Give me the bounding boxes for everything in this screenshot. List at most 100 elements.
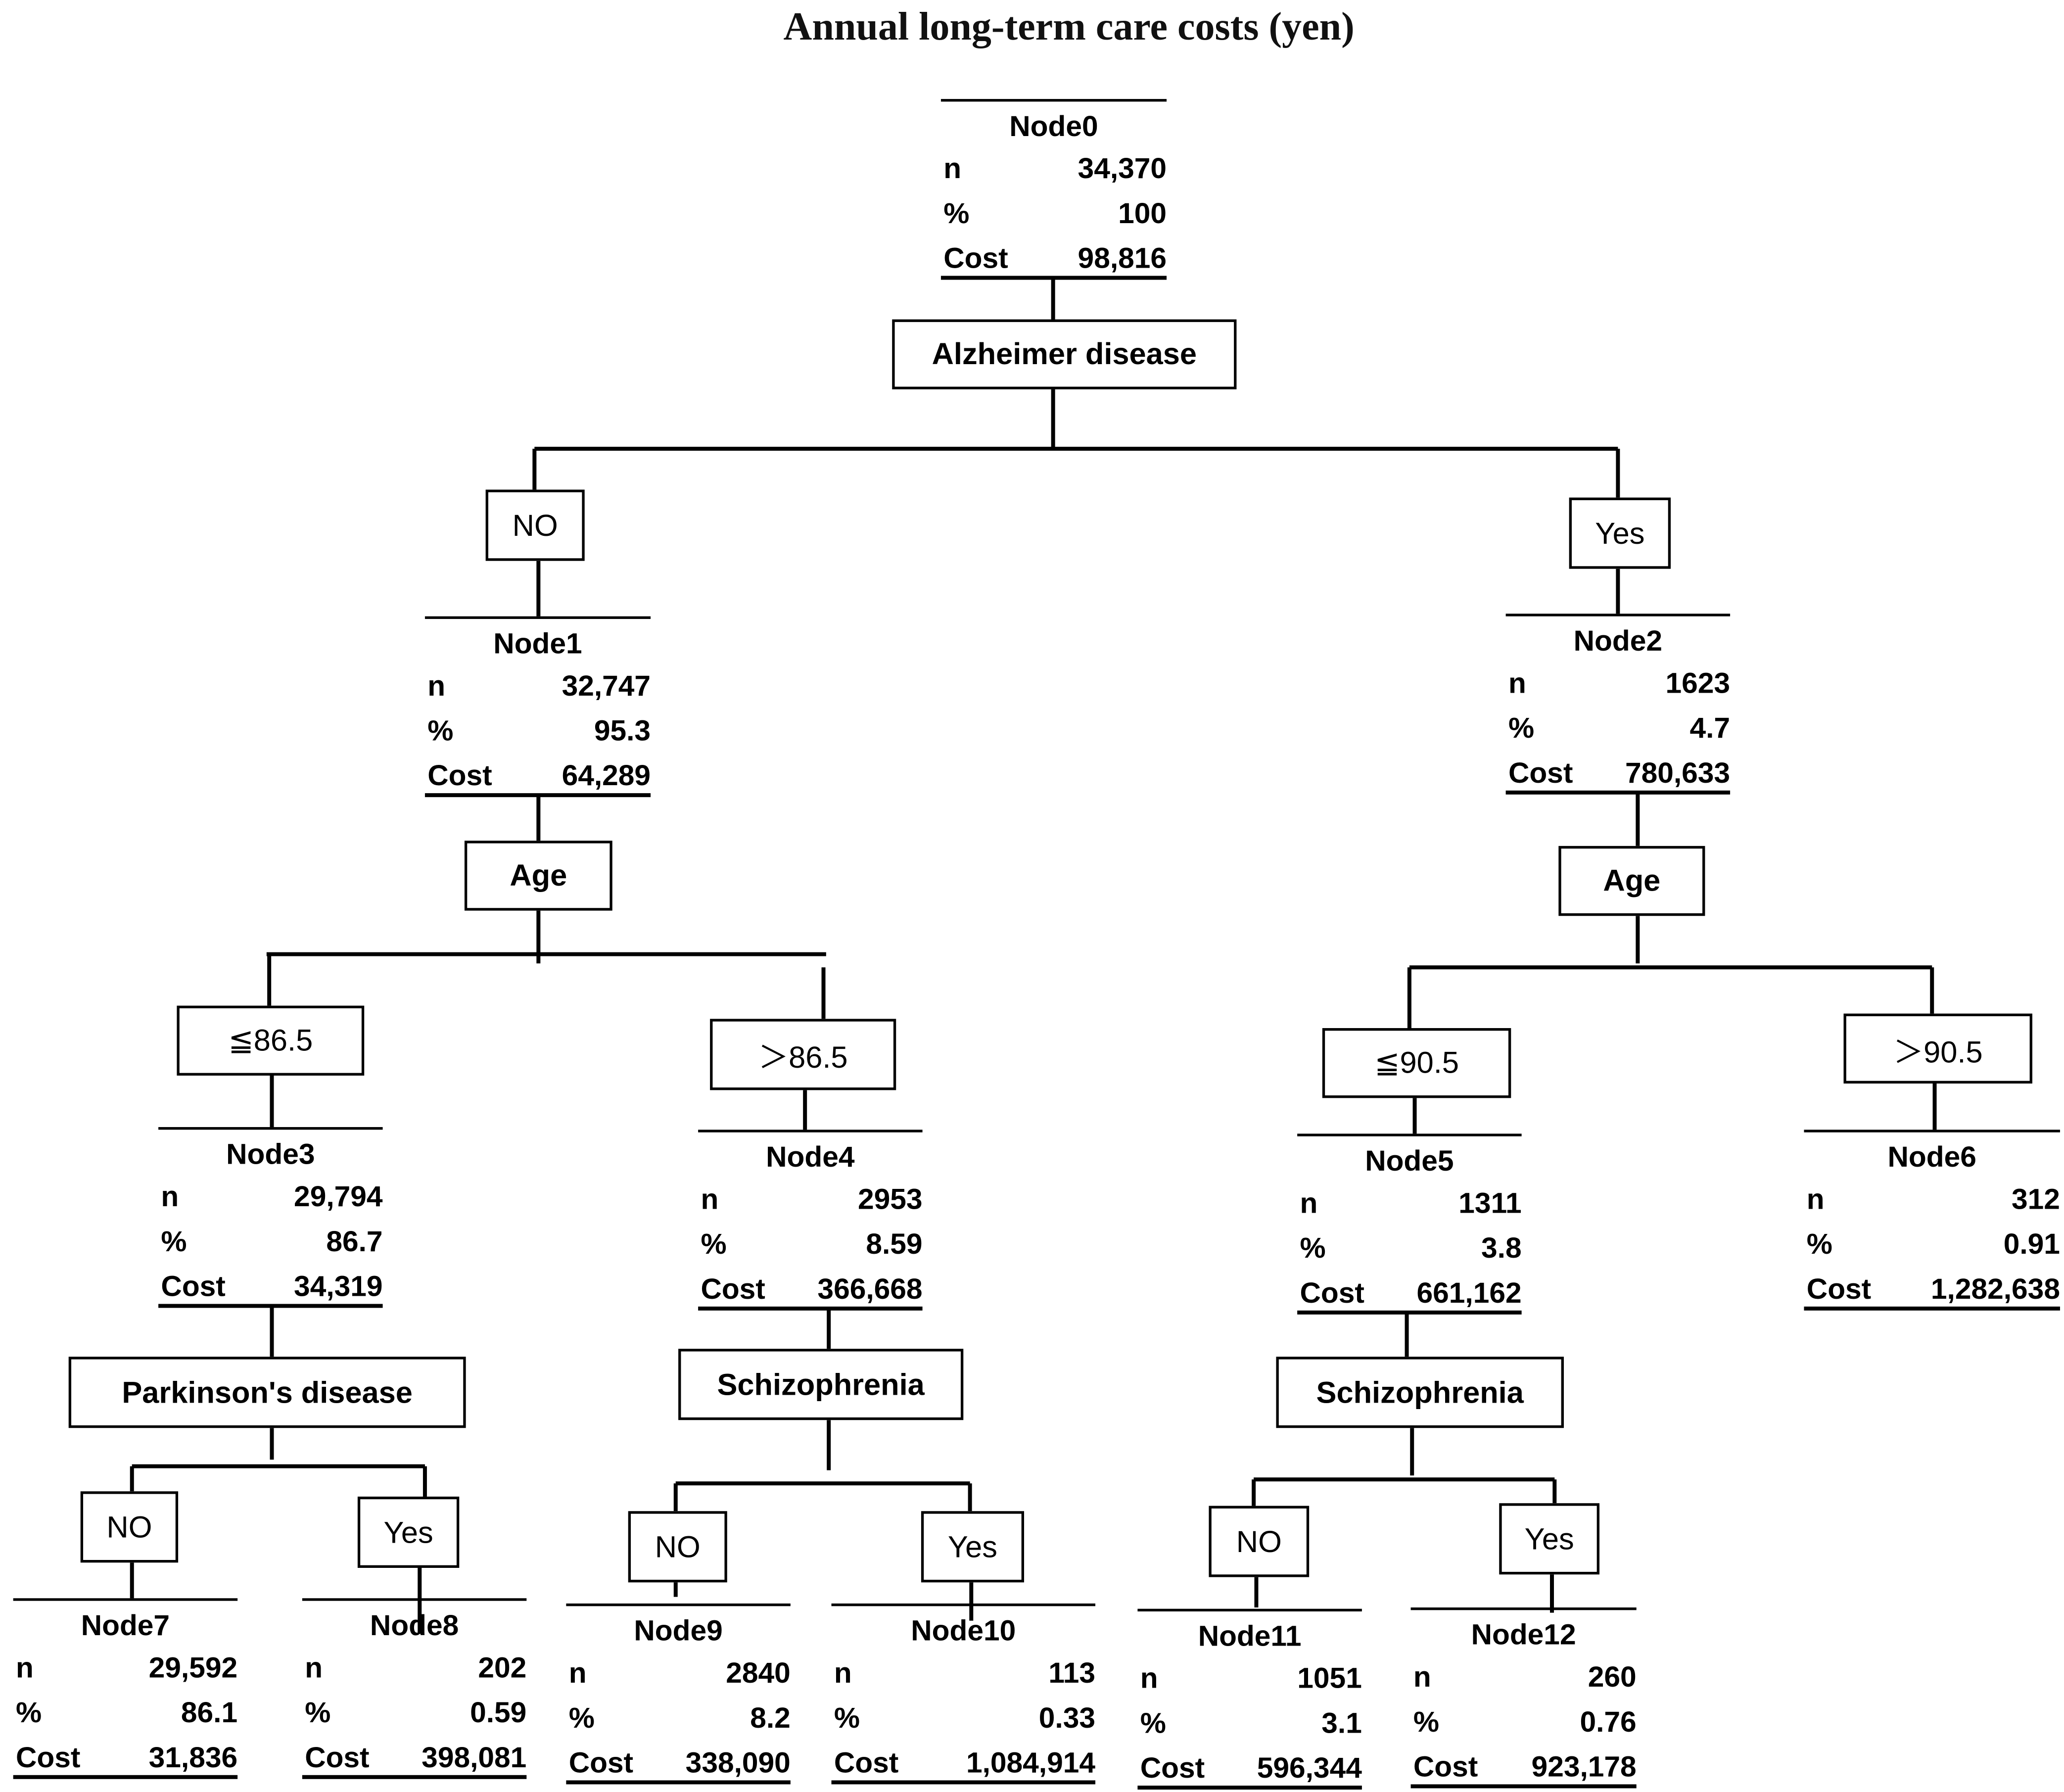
node-name: Node2 xyxy=(1573,624,1663,658)
node-row-pct: % 4.7 xyxy=(1508,711,1730,746)
branch-condition-box: Yes xyxy=(357,1496,460,1568)
node-name: Node10 xyxy=(911,1614,1016,1648)
row-label: n xyxy=(427,669,446,703)
node-name: Node4 xyxy=(766,1140,855,1174)
row-value: 0.59 xyxy=(470,1696,527,1729)
node-row-cost: Cost 366,668 xyxy=(701,1272,922,1306)
row-label: n xyxy=(305,1651,323,1684)
node-name: Node5 xyxy=(1365,1144,1454,1178)
node-row-pct: %95.3 xyxy=(427,714,651,748)
branch-condition-box: ≦90.5 xyxy=(1322,1028,1511,1098)
node-row-pct: % 0.59 xyxy=(305,1696,526,1730)
row-label: Cost xyxy=(568,1746,634,1779)
branch-condition-box: NO xyxy=(1209,1506,1310,1577)
row-label: % xyxy=(1140,1706,1166,1740)
node-row-pct: %86.1 xyxy=(16,1696,237,1730)
split-variable-box: Schizophrenia xyxy=(678,1349,964,1420)
split-variable-box: Schizophrenia xyxy=(1276,1357,1564,1428)
row-value: 0.76 xyxy=(1580,1705,1637,1739)
row-label: Cost xyxy=(1806,1272,1872,1306)
row-label: % xyxy=(1508,711,1535,745)
split-variable-box: Parkinson's disease xyxy=(68,1357,466,1428)
row-value: 260 xyxy=(1588,1660,1637,1694)
row-value: 4.7 xyxy=(1689,711,1731,745)
node-row-pct: %8.59 xyxy=(701,1227,922,1262)
row-label: % xyxy=(943,196,970,230)
node-name: Node9 xyxy=(634,1614,723,1648)
row-label: n xyxy=(16,1651,34,1684)
row-value: 98,816 xyxy=(1078,241,1167,275)
row-label: Cost xyxy=(161,1270,226,1303)
row-label: Cost xyxy=(834,1746,899,1779)
row-value: 8.2 xyxy=(750,1701,791,1735)
row-label: Cost xyxy=(427,758,492,792)
row-label: Cost xyxy=(701,1272,765,1306)
row-label: n xyxy=(568,1656,587,1690)
branch-condition-box: NO xyxy=(80,1491,179,1563)
branch-condition-box: NO xyxy=(485,489,585,561)
row-value: 398,081 xyxy=(422,1741,527,1774)
node-name: Node1 xyxy=(493,627,582,660)
node-name: Node8 xyxy=(370,1608,459,1642)
row-label: % xyxy=(834,1701,860,1735)
row-label: Cost xyxy=(16,1741,81,1774)
row-value: 780,633 xyxy=(1625,756,1731,790)
branch-condition-box: ＞90.5 xyxy=(1843,1013,2032,1084)
node-row-n: n 202 xyxy=(305,1651,526,1685)
branch-condition-box: Yes xyxy=(1499,1503,1600,1575)
row-value: 2840 xyxy=(726,1656,791,1690)
row-value: 2953 xyxy=(858,1182,923,1216)
row-value: 202 xyxy=(478,1651,527,1684)
node-name: Node7 xyxy=(81,1608,170,1642)
row-value: 366,668 xyxy=(817,1272,923,1306)
node-row-pct: %100 xyxy=(943,196,1167,231)
node-name: Node3 xyxy=(226,1137,315,1171)
row-value: 1311 xyxy=(1458,1186,1522,1220)
row-label: n xyxy=(1508,666,1526,700)
node-row-pct: % 8.2 xyxy=(569,1701,791,1735)
row-label: % xyxy=(1413,1705,1440,1739)
row-value: 3.1 xyxy=(1321,1706,1362,1740)
row-label: % xyxy=(1300,1231,1326,1265)
row-value: 113 xyxy=(1048,1656,1096,1690)
row-label: Cost xyxy=(1508,756,1573,790)
row-value: 1,282,638 xyxy=(1930,1272,2060,1306)
node-row-cost: Cost 780,633 xyxy=(1508,756,1730,790)
node-row-pct: %86.7 xyxy=(161,1225,382,1259)
row-label: % xyxy=(305,1696,331,1729)
node-row-cost: Cost 64,289 xyxy=(427,759,651,793)
row-label: n xyxy=(834,1656,852,1690)
row-label: Cost xyxy=(305,1741,370,1774)
row-value: 86.1 xyxy=(181,1696,238,1729)
row-value: 64,289 xyxy=(562,758,651,792)
split-variable-box: Age xyxy=(1558,846,1705,916)
branch-condition-box: NO xyxy=(628,1511,727,1583)
row-value: 29,794 xyxy=(294,1179,383,1213)
row-value: 0.91 xyxy=(2003,1227,2060,1261)
node-row-pct: % 0.91 xyxy=(1807,1227,2060,1262)
row-label: n xyxy=(943,151,962,185)
row-label: % xyxy=(568,1701,595,1735)
row-label: % xyxy=(1806,1227,1832,1261)
